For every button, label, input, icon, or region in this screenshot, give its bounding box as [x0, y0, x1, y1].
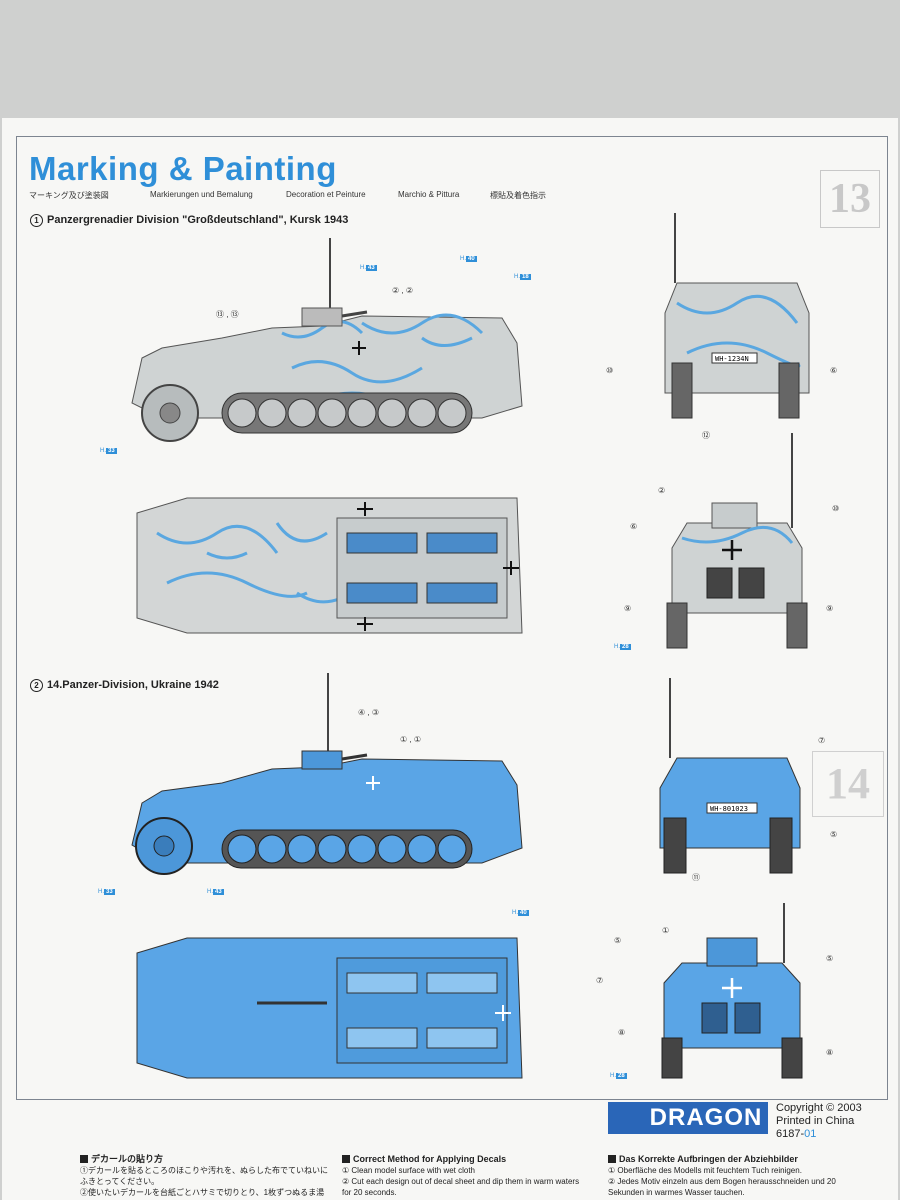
- callout-10-front: ⑩: [606, 366, 614, 375]
- section1-number: 1: [30, 214, 43, 227]
- decal-ref2-28: H.28: [610, 1073, 627, 1079]
- copyright-block: Copyright © 2003 Printed in China 6187-0…: [776, 1102, 862, 1141]
- callout-8-left: ⑧: [618, 1028, 626, 1037]
- section2-heading: 2 14.Panzer-Division, Ukraine 1942: [30, 679, 219, 692]
- callout-1-rear: ①: [662, 926, 670, 935]
- decal-ref2-40: H.40: [512, 910, 529, 916]
- page-frame: [16, 136, 888, 1100]
- decal-ref2-33: H.33: [98, 889, 115, 895]
- subtitle-fr: Decoration et Peinture: [286, 190, 366, 199]
- section2-number: 2: [30, 679, 43, 692]
- instruction-sheet: Marking & Painting マーキング及び塗装図 Markierung…: [2, 118, 898, 1200]
- callout-7-rear: ⑦: [596, 976, 604, 985]
- kit-code: 6187-01: [776, 1128, 817, 1140]
- decal-ref-40: H.40: [460, 256, 477, 262]
- callout-13: ⑬ , ⑬: [216, 310, 239, 319]
- copyright-text: Copyright © 2003: [776, 1102, 862, 1114]
- decal-ref-28: H.28: [614, 644, 631, 650]
- callout-5-front: ⑤: [830, 830, 838, 839]
- callout-9-right: ⑨: [826, 604, 834, 613]
- page-number-13: 13: [820, 170, 880, 228]
- vehicle2-rear-view: [661, 903, 803, 1079]
- subtitle-it: Marchio & Pittura: [398, 190, 460, 199]
- callout-1-1: ① , ①: [400, 735, 422, 744]
- page-number-14: 14: [812, 751, 884, 817]
- vehicle1-side-view: [131, 238, 523, 442]
- callout-10-rear: ⑩: [832, 504, 840, 513]
- callout-4-3: ④ , ③: [358, 708, 380, 717]
- callout-2-rear: ②: [658, 486, 666, 495]
- vehicle1-plate: WH-1234N: [715, 355, 749, 363]
- dragon-emblem: [608, 1102, 644, 1134]
- brand-name: DRAGON: [644, 1102, 768, 1134]
- decal-ref2-43: H.43: [207, 889, 224, 895]
- vehicle2-plate: WH-801023: [710, 805, 748, 813]
- callout-5-rear-left: ⑤: [614, 936, 622, 945]
- subtitle-jp: マーキング及び塗装図: [29, 191, 109, 200]
- instructions-en: Correct Method for Applying Decals ① Cle…: [342, 1154, 597, 1198]
- vehicle1-top-view: [136, 497, 523, 634]
- dragon-logo: DRAGON: [608, 1102, 768, 1134]
- vehicle2-top-view: [136, 937, 523, 1079]
- subtitle-de: Markierungen und Bemalung: [150, 190, 253, 199]
- decal-ref-33: H.33: [100, 448, 117, 454]
- callout-8-right: ⑧: [826, 1048, 834, 1057]
- callout-2: ② , ②: [392, 286, 414, 295]
- subtitle-cn: 標貼及着色指示: [490, 191, 546, 200]
- callout-7-front: ⑦: [818, 736, 826, 745]
- printed-text: Printed in China: [776, 1115, 855, 1127]
- instructions-de: Das Korrekte Aufbringen der Abziehbilder…: [608, 1154, 868, 1198]
- section1-heading: 1 Panzergrenadier Division "Großdeutschla…: [30, 214, 348, 227]
- callout-12: ⑫: [702, 431, 710, 440]
- section1-label: Panzergrenadier Division "Großdeutschlan…: [47, 214, 349, 226]
- callout-9-left: ⑨: [624, 604, 632, 613]
- decal-ref-43: H.43: [360, 265, 377, 271]
- callout-6-rear: ⑥: [630, 522, 638, 531]
- vehicle1-front-view: WH-1234N: [664, 213, 810, 419]
- callout-6-front: ⑥: [830, 366, 838, 375]
- callout-11: ⑪: [692, 873, 700, 882]
- vehicle1-rear-view: [666, 433, 808, 649]
- page-title: Marking & Painting: [29, 150, 337, 187]
- vehicle2-front-view: WH-801023: [659, 678, 801, 874]
- section2-label: 14.Panzer-Division, Ukraine 1942: [47, 679, 219, 691]
- decal-ref-18: H.18: [514, 274, 531, 280]
- instructions-jp: デカールの貼り方 ①デカールを貼るところのほこりや汚れを、ぬらした布でていねいに…: [80, 1154, 328, 1197]
- vehicle2-side-view: [131, 673, 523, 875]
- callout-5-rear-right: ⑤: [826, 954, 834, 963]
